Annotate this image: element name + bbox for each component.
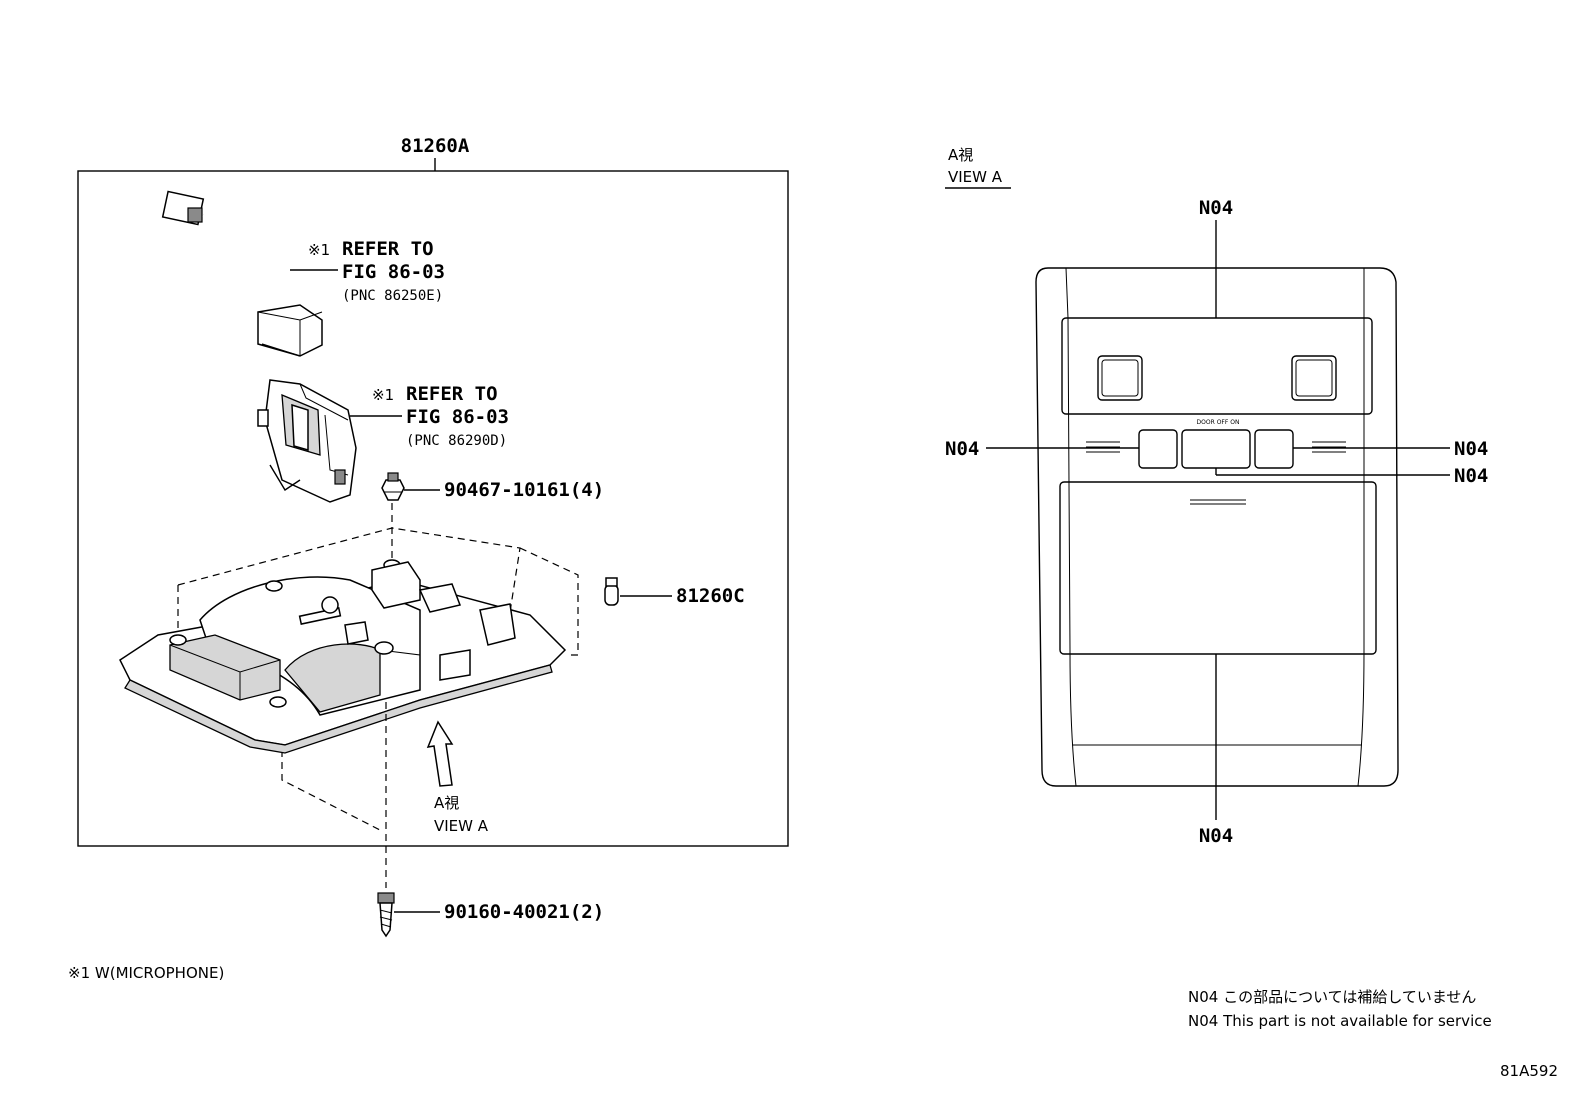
clip-drawing	[381, 472, 405, 501]
view-a-title-en: VIEW A	[948, 168, 1003, 186]
bulb-part-number: 81260C	[676, 585, 745, 607]
note-en: N04 This part is not available for servi…	[1188, 1012, 1492, 1030]
svg-text:※1: ※1	[372, 386, 394, 404]
callout-refer-86290d: ※1 REFER TO FIG 86-03 (PNC 86290D)	[372, 383, 509, 449]
svg-text:A視: A視	[434, 794, 459, 812]
svg-text:DOOR OFF ON: DOOR OFF ON	[1197, 419, 1240, 426]
svg-text:VIEW A: VIEW A	[434, 817, 489, 835]
n04-label-left: N04	[945, 438, 979, 460]
view-a-arrow: A視 VIEW A	[426, 720, 489, 835]
n04-leaders	[986, 220, 1450, 820]
assembly-part-number: 81260A	[401, 135, 470, 157]
callout-refer-86250e: ※1 REFER TO FIG 86-03 (PNC 86250E)	[308, 238, 445, 304]
svg-text:FIG 86-03: FIG 86-03	[406, 406, 509, 428]
screw-part-number: 90160-40021(2)	[444, 901, 604, 923]
svg-text:FIG 86-03: FIG 86-03	[342, 261, 445, 283]
svg-text:REFER TO: REFER TO	[406, 383, 498, 405]
n04-label-right-lower: N04	[1454, 465, 1488, 487]
clip-part-number: 90467-10161(4)	[444, 479, 604, 501]
svg-text:(PNC 86250E): (PNC 86250E)	[342, 288, 443, 304]
svg-text:REFER TO: REFER TO	[342, 238, 434, 260]
console-housing-drawing	[119, 527, 579, 831]
view-a-console-drawing: DOOR OFF ON	[1035, 267, 1399, 787]
n04-label-top: N04	[1199, 197, 1233, 219]
n04-label-right: N04	[1454, 438, 1488, 460]
svg-text:※1: ※1	[308, 241, 330, 259]
footnote-microphone: ※1 W(MICROPHONE)	[68, 964, 224, 982]
view-a-title-jp: A視	[948, 146, 973, 164]
bulb-drawing	[604, 577, 619, 606]
microphone-body-drawing	[257, 379, 357, 503]
svg-text:(PNC 86290D): (PNC 86290D)	[406, 433, 507, 449]
n04-label-bottom: N04	[1199, 825, 1233, 847]
note-jp: N04 この部品については補給していません	[1188, 988, 1476, 1006]
figure-id: 81A592	[1500, 1062, 1558, 1080]
assembly-frame: 81260A	[77, 135, 789, 847]
microphone-wire-drawing	[161, 190, 323, 357]
screw-drawing	[377, 892, 395, 938]
